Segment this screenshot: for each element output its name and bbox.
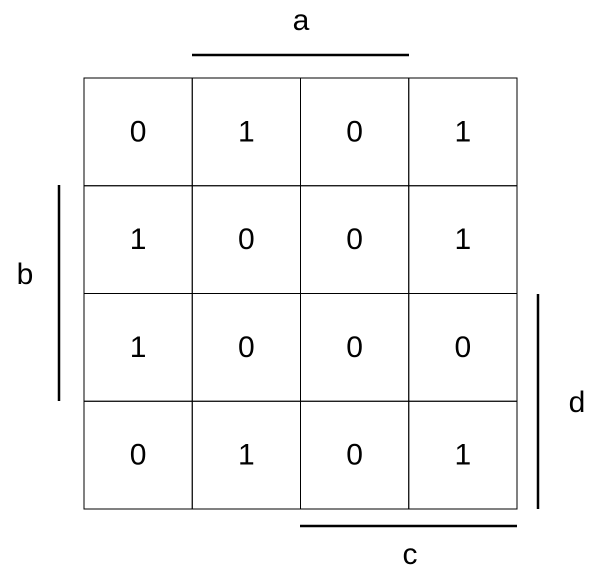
kmap-cell-value: 0 [455,331,472,364]
kmap-cell-value: 0 [346,115,363,148]
kmap-cell-value: 0 [238,223,255,256]
kmap-cell-value: 0 [346,331,363,364]
kmap-cell-value: 1 [130,331,147,364]
kmap-cell-value: 0 [130,115,147,148]
kmap-cell-value: 0 [346,223,363,256]
kmap-cell-value: 0 [130,439,147,472]
kmap-grid [83,77,518,510]
kmap-cell-value: 1 [238,115,255,148]
kmap-cell-value: 1 [238,439,255,472]
variable-a-label: a [292,4,310,37]
kmap-cell-value: 0 [346,439,363,472]
kmap-cell-box [408,400,518,510]
variable-b-label: b [16,258,34,291]
kmap-cell-value: 1 [455,439,472,472]
kmap-cell-value: 1 [455,223,472,256]
kmap-cell-value: 1 [455,115,472,148]
kmap-cell-value: 0 [238,331,255,364]
variable-d-label: d [568,386,586,419]
kmap-cells: 0 1 0 1 1 0 0 1 1 0 0 0 0 1 0 1 [130,115,471,471]
kmap-cell-value: 1 [130,223,147,256]
variable-c-label: c [402,538,418,571]
